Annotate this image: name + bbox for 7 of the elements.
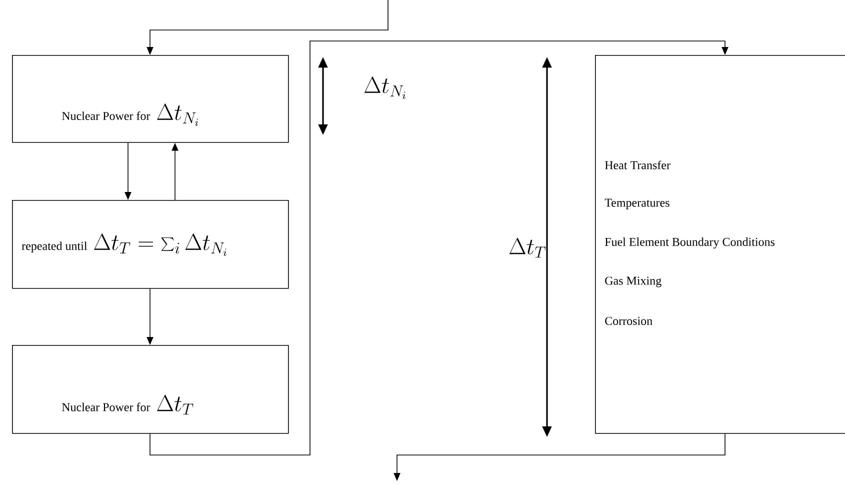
dimension-label: $\Delta t_{T}$ bbox=[509, 238, 546, 258]
process-box: repeated until $\Delta t_T = \sum_i \Delta t_{N_i}$ bbox=[12, 200, 289, 289]
process-box: Nuclear Power for $\Delta t_{N_i}$ bbox=[12, 55, 289, 143]
process-box: Heat Transfer Temperatures Fuel Element Boundary Conditions Gas Mixing Corrosion bbox=[595, 55, 845, 434]
arrow bbox=[150, 40, 728, 456]
process-box: Nuclear Power for $\Delta t_T$ bbox=[12, 345, 289, 434]
dimension-label: $\Delta t_{N_{i}}$ bbox=[364, 76, 406, 99]
